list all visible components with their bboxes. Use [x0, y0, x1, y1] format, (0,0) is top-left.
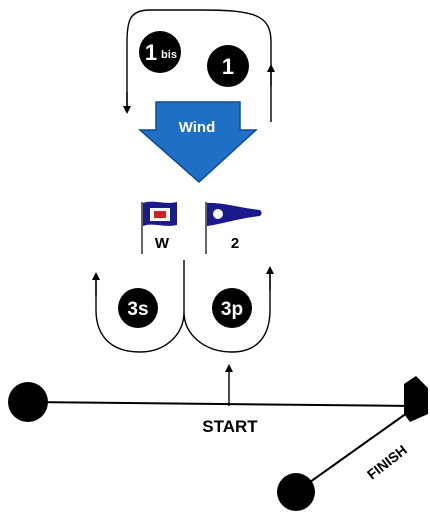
mark-1bis: 1 bis	[139, 31, 181, 73]
flag-w-label: W	[155, 235, 170, 252]
finish-line	[295, 407, 415, 493]
flag-2: 2	[205, 202, 262, 254]
mark-3p: 3p	[212, 288, 252, 328]
mark-1bis-suffix: bis	[161, 49, 177, 61]
wind-label: Wind	[179, 119, 216, 136]
flag-2-label: 2	[231, 235, 239, 252]
mark-3s-label: 3s	[127, 299, 148, 320]
wind-arrow: Wind	[138, 101, 258, 184]
mark-1: 1	[207, 45, 249, 87]
upwind-rounding-path	[126, 9, 272, 122]
mark-3p-label: 3p	[221, 299, 243, 320]
gate-rounding-path	[95, 260, 271, 353]
finish-pin-buoy	[277, 473, 315, 511]
finish-label: FINISH	[364, 442, 410, 483]
start-line	[27, 401, 415, 407]
mark-1-label: 1	[222, 54, 234, 79]
mark-1bis-label: 1	[145, 40, 157, 65]
committee-boat	[404, 376, 428, 422]
start-pin-buoy	[8, 382, 48, 422]
flag-w: W	[141, 201, 177, 254]
mark-3s: 3s	[118, 288, 158, 328]
start-label: START	[202, 417, 258, 436]
